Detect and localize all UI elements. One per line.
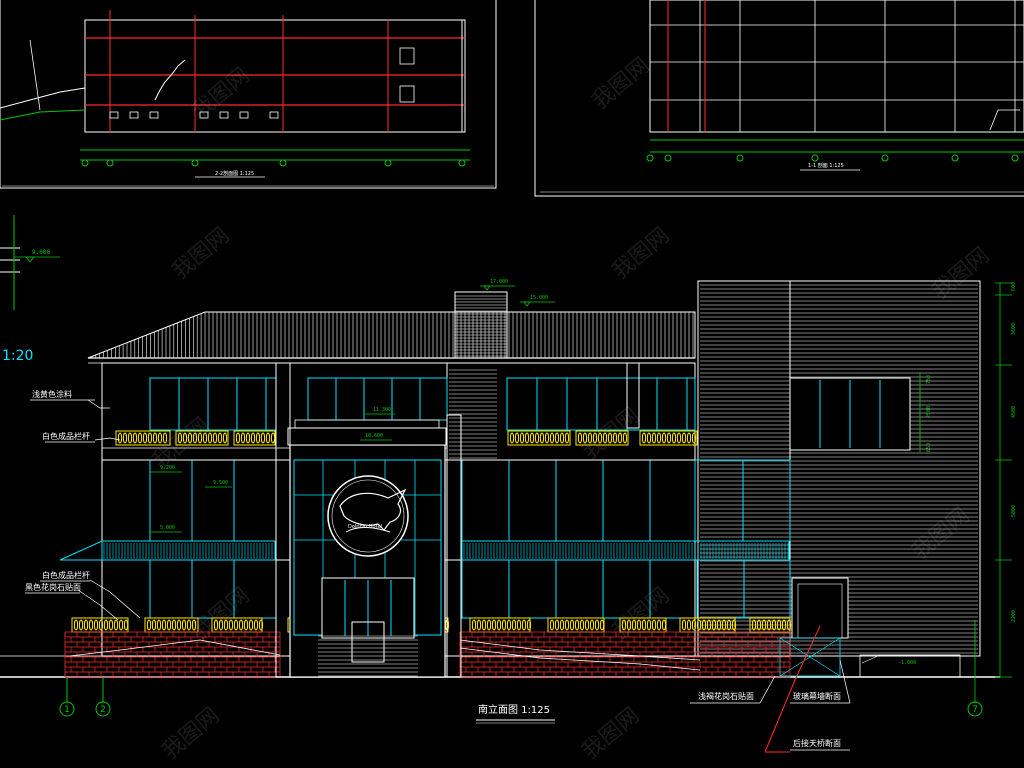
watermark-text: 我图网: [608, 223, 675, 285]
elevation-mark-floor2: 5.000: [160, 525, 175, 531]
watermark-text: 我图网: [158, 703, 225, 765]
watermark-text: 我图网: [908, 503, 975, 565]
section-2-2-title: 2-2剖面图 1:125: [215, 170, 254, 177]
canopy-band: [59, 540, 790, 561]
label-black-granite: 黑色花岗石贴面: [25, 582, 81, 592]
elevation-mark-roof-a: 17.000: [490, 279, 508, 285]
label-back-bridge: 后接天桥断面: [793, 738, 841, 748]
section-1-1-drawing: 1-1 剖面 1:125: [534, 0, 1024, 197]
chimney: [454, 291, 508, 359]
watermark-text: 我图网: [578, 403, 645, 465]
dim-600: 600: [1011, 282, 1017, 291]
dim-2500: 2500: [926, 406, 932, 418]
axis-bubble-2: 2: [100, 705, 106, 715]
section-2-2-drawing: 2-2剖面图 1:125: [0, 0, 497, 189]
elevation-mark-canopy-bottom: 10.600: [365, 433, 383, 439]
axis-bubble-1: 1: [64, 705, 70, 715]
elevation-mark-roof-b: 15.000: [530, 295, 548, 301]
dim-650: 650: [926, 443, 932, 452]
watermark-text: 我图网: [188, 63, 255, 125]
hotel-logo: [327, 475, 409, 557]
watermark-text: 我图网: [588, 53, 655, 115]
tower-door: [791, 577, 849, 639]
label-glass-curtain: 玻璃幕墙断面: [793, 691, 841, 701]
main-title: 南立面图 1:125: [478, 703, 550, 716]
label-granite-light: 浅褐花岗石贴面: [698, 691, 754, 701]
right-dimension-chain: [919, 282, 1012, 678]
axis-bubble-7: 7: [972, 705, 978, 715]
dim-4500: 4500: [1011, 406, 1017, 418]
dim-3600: 3600: [1011, 323, 1017, 335]
watermark-text: 我图网: [168, 223, 235, 285]
section-1-1-title: 1-1 剖面 1:125: [808, 162, 844, 169]
label-railing-lower: 白色成品栏杆: [42, 570, 90, 580]
detail-fragment-left: 9.000 1:20: [0, 215, 60, 364]
roof-tiles: [91, 312, 694, 358]
roof: [87, 311, 696, 359]
upper-balustrade: [115, 430, 698, 446]
dim-5000: 5000: [1011, 505, 1017, 517]
detail-scale-label: 1:20: [2, 348, 33, 364]
dim-750: 750: [926, 375, 932, 384]
dim-2200: 2200: [1011, 610, 1017, 622]
south-elevation-drawing: Dolphin Hotel 17.000 15.000 11.30: [0, 279, 1017, 753]
elevation-mark-floor3b: 9.500: [213, 480, 228, 486]
watermark-text: 我图网: [148, 413, 215, 475]
watermark-text: 我图网: [928, 243, 995, 305]
elevation-mark-canopy-top: 11.300: [373, 407, 391, 413]
watermark-text: 我图网: [608, 583, 675, 645]
logo-caption: Dolphin Hotel: [348, 524, 382, 530]
elevation-mark-9000: 9.000: [32, 249, 50, 256]
elevation-mark-ground: -1.000: [898, 660, 916, 666]
elevation-mark-floor3: 9.200: [160, 465, 175, 471]
watermark-text: 我图网: [578, 703, 645, 765]
label-light-yellow-paint: 浅黄色涂料: [32, 389, 72, 399]
label-railing-upper: 白色成品栏杆: [42, 431, 90, 441]
